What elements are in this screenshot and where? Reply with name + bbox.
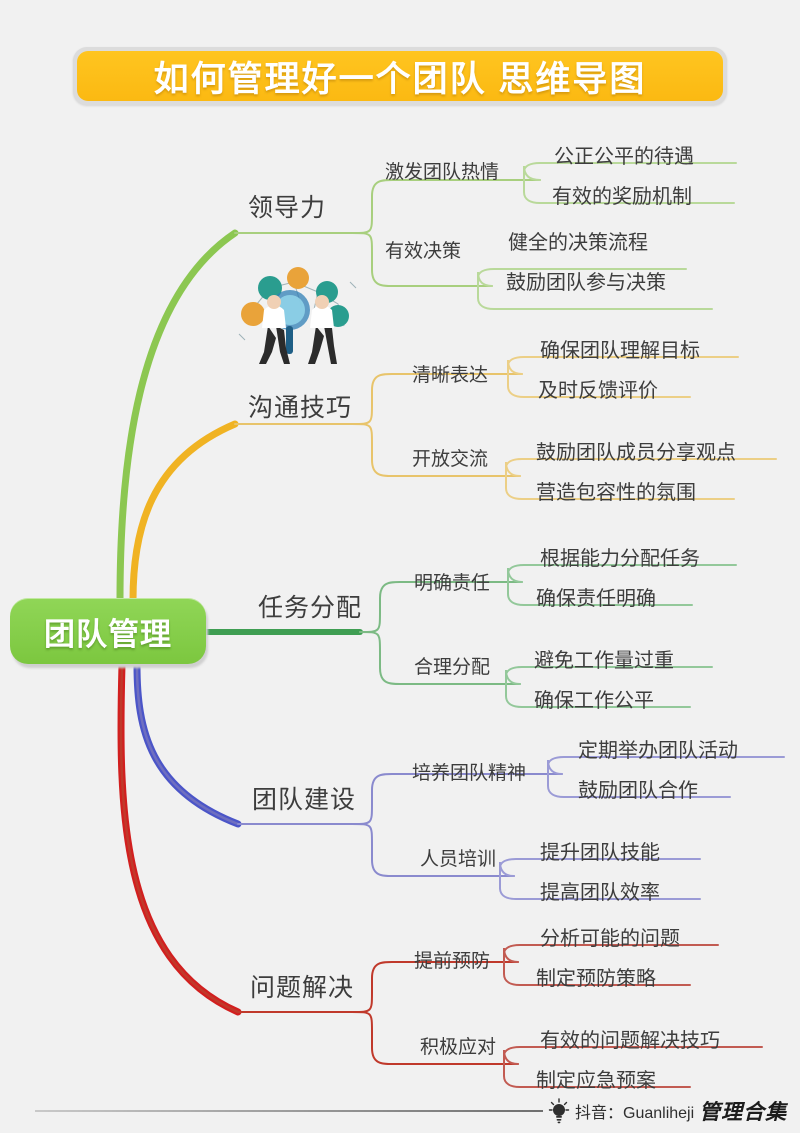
leaf-label-4-1-1[interactable]: 定期举办团队活动: [578, 740, 738, 762]
leaf-label-5-2-2[interactable]: 制定应急预案: [536, 1070, 656, 1092]
teamwork-illustration: [238, 267, 357, 364]
subbranch-label-3-1[interactable]: 明确责任: [414, 573, 491, 594]
leaf-label-3-2-1[interactable]: 避免工作量过重: [534, 650, 674, 672]
footer-divider: [35, 1110, 543, 1112]
subbranch-label-2-1[interactable]: 清晰表达: [412, 365, 489, 386]
subbranch-label-4-1[interactable]: 培养团队精神: [412, 763, 527, 784]
leaf-label-5-2-1[interactable]: 有效的问题解决技巧: [540, 1030, 720, 1052]
leaf-label-4-2-2[interactable]: 提高团队效率: [540, 882, 660, 904]
leaf-label-4-1-2[interactable]: 鼓励团队合作: [578, 780, 698, 802]
subbranch-label-1-2[interactable]: 有效决策: [385, 241, 462, 262]
page-title: 如何管理好一个团队 思维导图: [153, 59, 647, 99]
leaf-label-3-1-2[interactable]: 确保责任明确: [536, 588, 656, 610]
leaf-label-1-1-1[interactable]: 公正公平的待遇: [554, 146, 694, 168]
branch-label-communication[interactable]: 沟通技巧: [248, 394, 353, 422]
subbranch-label-1-1[interactable]: 激发团队热情: [385, 162, 500, 183]
lightbulb-icon: [548, 1098, 570, 1124]
leaf-label-5-1-2[interactable]: 制定预防策略: [536, 968, 656, 990]
leaf-label-2-2-2[interactable]: 营造包容性的氛围: [536, 482, 696, 504]
leaf-label-2-1-2[interactable]: 及时反馈评价: [538, 380, 658, 402]
branch-label-problem[interactable]: 问题解决: [250, 974, 355, 1002]
subbranch-label-5-1[interactable]: 提前预防: [414, 951, 491, 972]
title-banner-inner: 如何管理好一个团队 思维导图: [77, 51, 723, 101]
leaf-label-2-1-1[interactable]: 确保团队理解目标: [540, 340, 700, 362]
subbranch-label-3-2[interactable]: 合理分配: [414, 657, 491, 678]
footer-credit: 抖音：Guanliheji 管理合集: [548, 1094, 787, 1128]
leaf-label-1-1-2[interactable]: 有效的奖励机制: [552, 186, 692, 208]
footer-handle: 抖音：Guanliheji: [575, 1105, 695, 1122]
leaf-label-1-2-1[interactable]: 健全的决策流程: [508, 232, 648, 254]
branch-label-task[interactable]: 任务分配: [258, 594, 363, 622]
branch-label-leadership[interactable]: 领导力: [248, 194, 327, 222]
subbranch-label-2-2[interactable]: 开放交流: [412, 449, 489, 470]
branch-label-teambuilding[interactable]: 团队建设: [252, 786, 357, 814]
leaf-label-3-1-1[interactable]: 根据能力分配任务: [540, 548, 700, 570]
leaf-label-2-2-1[interactable]: 鼓励团队成员分享观点: [536, 442, 736, 464]
subbranch-label-5-2[interactable]: 积极应对: [420, 1037, 497, 1058]
leaf-label-5-1-1[interactable]: 分析可能的问题: [540, 928, 680, 950]
root-node-label: 团队管理: [44, 616, 172, 652]
title-banner: 如何管理好一个团队 思维导图: [73, 47, 727, 105]
footer-brand: 管理合集: [699, 1100, 788, 1124]
subbranch-label-4-2[interactable]: 人员培训: [420, 849, 497, 870]
root-node[interactable]: 团队管理: [10, 598, 206, 664]
leaf-label-4-2-1[interactable]: 提升团队技能: [540, 842, 660, 864]
leaf-label-1-2-2[interactable]: 鼓励团队参与决策: [506, 272, 666, 294]
leaf-label-3-2-2[interactable]: 确保工作公平: [534, 690, 654, 712]
